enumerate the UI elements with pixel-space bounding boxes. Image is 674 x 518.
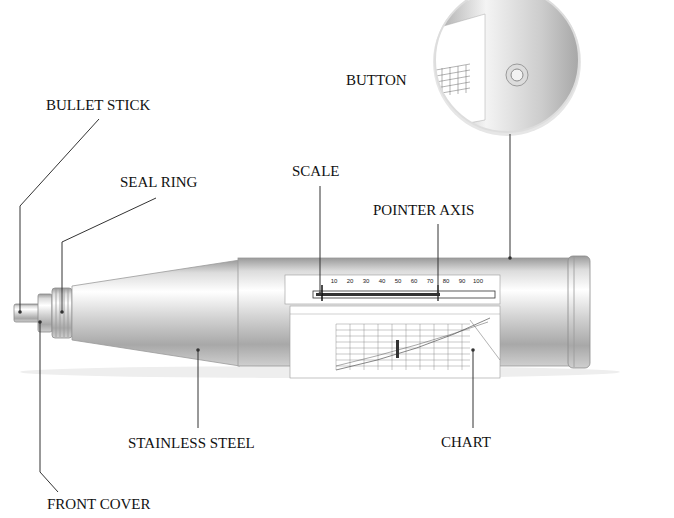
chart-panel [290,306,500,378]
scale-number: 80 [443,278,450,285]
part-label: BUTTON [346,72,407,89]
tapered-body [72,260,240,366]
end-cap [568,256,590,368]
scale-panel [285,275,500,304]
part-label: SEAL RING [120,174,197,191]
scale-number: 100 [473,278,483,285]
scale-number: 40 [379,278,386,285]
scale-number: 10 [331,278,338,285]
part-label: CHART [441,434,491,451]
part-label: POINTER AXIS [373,202,474,219]
leader-lines [20,119,510,492]
scale-number: 70 [427,278,434,285]
part-label: FRONT COVER [47,496,151,513]
part-label: SCALE [292,163,340,180]
scale-number: 30 [363,278,370,285]
scale-number: 60 [411,278,418,285]
button-zoom [430,0,590,150]
scale-number: 50 [395,278,402,285]
scale-number: 90 [459,278,466,285]
part-label: BULLET STICK [46,97,150,114]
part-label: STAINLESS STEEL [128,435,255,452]
scale-number: 20 [347,278,354,285]
